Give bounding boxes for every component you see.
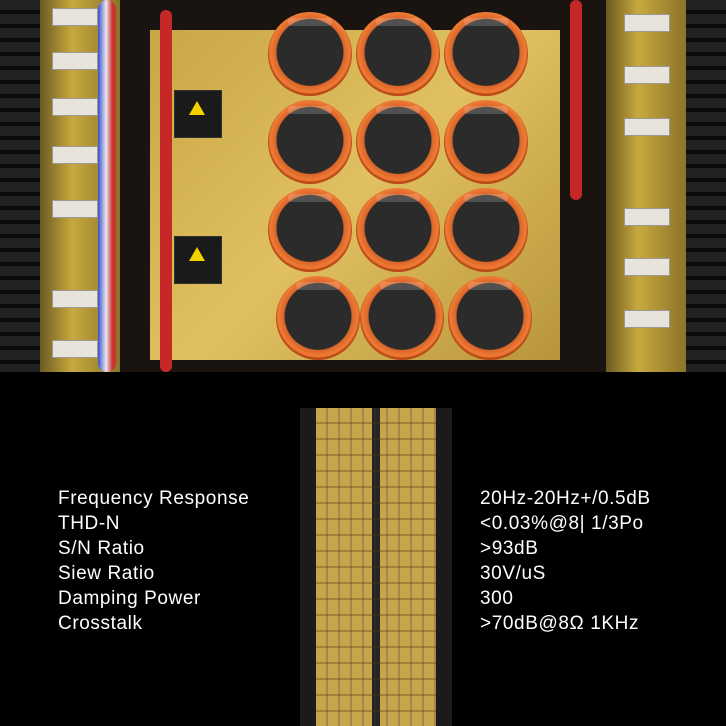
spec-list: Frequency Response 20Hz-20Hz+/0.5dB THD-…: [58, 486, 698, 636]
power-supply-photo: [0, 0, 726, 372]
resistor: [624, 66, 670, 84]
resistor: [52, 8, 98, 26]
relay: [174, 90, 222, 138]
spec-value: 30V/uS: [480, 562, 546, 584]
capacitor: [444, 188, 528, 272]
spec-label: S/N Ratio: [58, 537, 145, 559]
spec-value: >70dB@8Ω 1KHz: [480, 612, 640, 634]
resistor: [624, 208, 670, 226]
red-wire: [160, 10, 172, 372]
relay: [174, 236, 222, 284]
right-heatsink: [686, 0, 726, 372]
spec-value: >93dB: [480, 537, 539, 559]
spec-row: S/N Ratio >93dB: [58, 536, 698, 561]
spec-value: 300: [480, 587, 514, 609]
capacitor: [444, 12, 528, 96]
spec-row: Crosstalk >70dB@8Ω 1KHz: [58, 611, 698, 636]
spec-value: 20Hz-20Hz+/0.5dB: [480, 487, 651, 509]
resistor: [52, 290, 98, 308]
spec-row: Siew Ratio 30V/uS: [58, 561, 698, 586]
capacitor: [444, 100, 528, 184]
resistor: [624, 118, 670, 136]
spec-label: Crosstalk: [58, 612, 143, 634]
capacitor: [268, 100, 352, 184]
red-wire: [570, 0, 582, 200]
resistor: [624, 14, 670, 32]
spec-value: <0.03%@8| 1/3Po: [480, 512, 644, 534]
spec-label: THD-N: [58, 512, 121, 534]
capacitor: [356, 188, 440, 272]
spec-label: Frequency Response: [58, 487, 250, 509]
capacitor: [268, 12, 352, 96]
capacitor: [360, 276, 444, 360]
capacitor: [448, 276, 532, 360]
spec-row: Frequency Response 20Hz-20Hz+/0.5dB: [58, 486, 698, 511]
left-heatsink: [0, 0, 40, 372]
capacitor: [276, 276, 360, 360]
resistor: [624, 258, 670, 276]
resistor: [52, 146, 98, 164]
resistor: [52, 52, 98, 70]
wire-bundle: [98, 0, 116, 372]
spec-row: Damping Power 300: [58, 586, 698, 611]
spec-row: THD-N <0.03%@8| 1/3Po: [58, 511, 698, 536]
spec-panel: Frequency Response 20Hz-20Hz+/0.5dB THD-…: [0, 372, 726, 726]
spec-label: Siew Ratio: [58, 562, 155, 584]
resistor: [624, 310, 670, 328]
spec-label: Damping Power: [58, 587, 201, 609]
resistor: [52, 200, 98, 218]
resistor: [52, 340, 98, 358]
resistor: [52, 98, 98, 116]
amplifier-module-photo: [300, 408, 452, 726]
capacitor: [268, 188, 352, 272]
capacitor: [356, 100, 440, 184]
capacitor: [356, 12, 440, 96]
